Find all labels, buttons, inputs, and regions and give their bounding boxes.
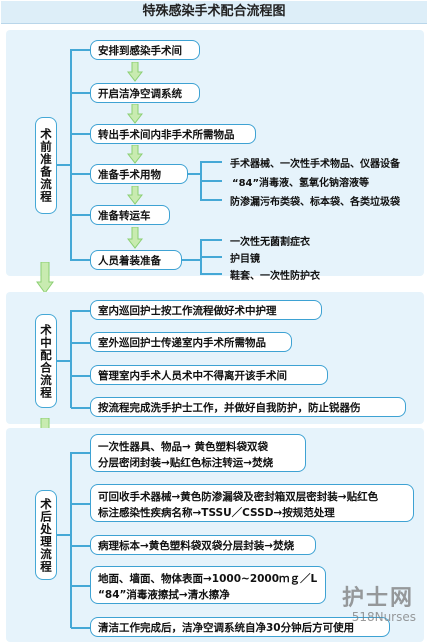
post-step-line: 标注感染性疾病名称→TSSU／CSSD→按规范处理: [98, 507, 335, 519]
connector-line: [200, 239, 222, 241]
connector-line: [71, 310, 90, 312]
intra-op-phase-connector: [56, 360, 71, 362]
connector-line: [71, 49, 90, 51]
pre-step-clear: 转出手术间内非手术所需物品: [90, 124, 256, 144]
post-step-air-purge: 清洁工作完成后，洁净空调系统自净30分钟后方可使用: [90, 617, 390, 637]
phase-arrow-down-icon: [36, 262, 54, 294]
post-step-line: “84”消毒液擦拭→清水擦净: [98, 589, 230, 601]
connector-line: [71, 503, 90, 505]
connector-line: [71, 452, 90, 454]
post-step-surfaces: 地面、墙面、物体表面→1000~2000ｍｇ／L “84”消毒液擦拭→清水擦净: [90, 566, 326, 604]
connector-line: [71, 585, 90, 587]
pre-op-bracket-line: [70, 49, 72, 261]
pre-step-room: 安排到感染手术间: [90, 40, 200, 60]
connector-line: [71, 133, 90, 135]
connector-line: [71, 173, 90, 175]
intra-step-staff-stay: 管理室内手术人员术中不得离开该手术间: [90, 365, 328, 385]
page-title: 特殊感染手术配合流程图: [1, 1, 427, 24]
arrow-down-icon: [127, 104, 143, 124]
supplies-note: 防渗漏污布类袋、标本袋、各类垃圾袋: [230, 197, 400, 208]
connector-line: [200, 161, 222, 163]
connector-line: [200, 256, 222, 258]
post-step-line: 分层密闭封装→贴红色标注转运→焚烧: [98, 457, 274, 469]
pre-op-section: [6, 30, 424, 276]
post-op-bracket-line: [70, 452, 72, 628]
pre-step-attire: 人员着装准备: [90, 250, 182, 270]
post-step-disposables: 一次性器具、物品→ 黄色塑料袋双袋 分层密闭封装→贴红色标注转运→焚烧: [90, 434, 306, 472]
pre-op-phase-connector: [56, 164, 71, 166]
post-op-phase-connector: [56, 534, 71, 536]
arrow-down-icon: [127, 145, 143, 164]
post-step-line: 地面、墙面、物体表面→1000~2000ｍｇ／L: [98, 573, 318, 585]
connector-line: [200, 199, 222, 201]
connector-line: [71, 545, 90, 547]
connector-line: [71, 627, 90, 629]
connector-line: [71, 259, 90, 261]
post-step-instruments: 可回收手术器械→黄色防渗漏袋及密封箱双层密封装→贴红色 标注感染性疾病名称→TS…: [90, 484, 414, 522]
post-step-line: 一次性器具、物品→ 黄色塑料袋双袋: [98, 441, 268, 453]
intra-step-scrub-nurse: 按流程完成洗手护士工作，并做好自我防护，防止锐器伤: [90, 397, 406, 417]
watermark-logo: 护士网 518Nurses: [330, 580, 416, 636]
attire-note: 一次性无菌割症衣: [230, 237, 310, 248]
phase-post-op-label: 术后处理流程: [35, 490, 57, 580]
intra-step-circulating-inside: 室内巡回护士按工作流程做好术中护理: [90, 300, 322, 320]
attire-bracket-connector: [182, 259, 200, 261]
post-step-line: 可回收手术器械→黄色防渗漏袋及密封箱双层密封装→贴红色: [98, 491, 379, 503]
connector-line: [200, 180, 222, 182]
arrow-down-icon: [127, 62, 143, 82]
pre-step-supplies: 准备手术用物: [90, 164, 188, 184]
phase-pre-op-label: 术前准备流程: [35, 117, 57, 214]
watermark-text: 护士网: [341, 585, 414, 611]
arrow-down-icon: [127, 186, 143, 205]
attire-note: 护目镜: [230, 254, 260, 265]
attire-note: 鞋套、一次性防护衣: [230, 271, 320, 282]
intra-op-bracket-line: [70, 310, 72, 408]
supplies-bracket-connector: [188, 173, 200, 175]
connector-line: [71, 214, 90, 216]
arrow-down-icon: [127, 227, 143, 249]
intra-step-circulating-outside: 室外巡回护士传递室内手术所需物品: [90, 332, 292, 352]
connector-line: [200, 273, 222, 275]
supplies-note: “84”消毒液、氢氧化钠溶液等: [232, 178, 370, 189]
supplies-note: 手术器械、一次性手术物品、仪器设备: [230, 159, 400, 170]
connector-line: [71, 407, 90, 409]
connector-line: [71, 342, 90, 344]
pre-step-air: 开启洁净空调系统: [90, 83, 200, 103]
phase-intra-op-label: 术中配合流程: [35, 314, 57, 408]
post-step-specimens: 病理标本→黄色塑料袋双袋分层封装→焚烧: [90, 535, 316, 555]
watermark-subtext: 518Nurses: [351, 610, 416, 624]
pre-step-cart: 准备转运车: [90, 205, 170, 225]
connector-line: [71, 92, 90, 94]
connector-line: [71, 375, 90, 377]
